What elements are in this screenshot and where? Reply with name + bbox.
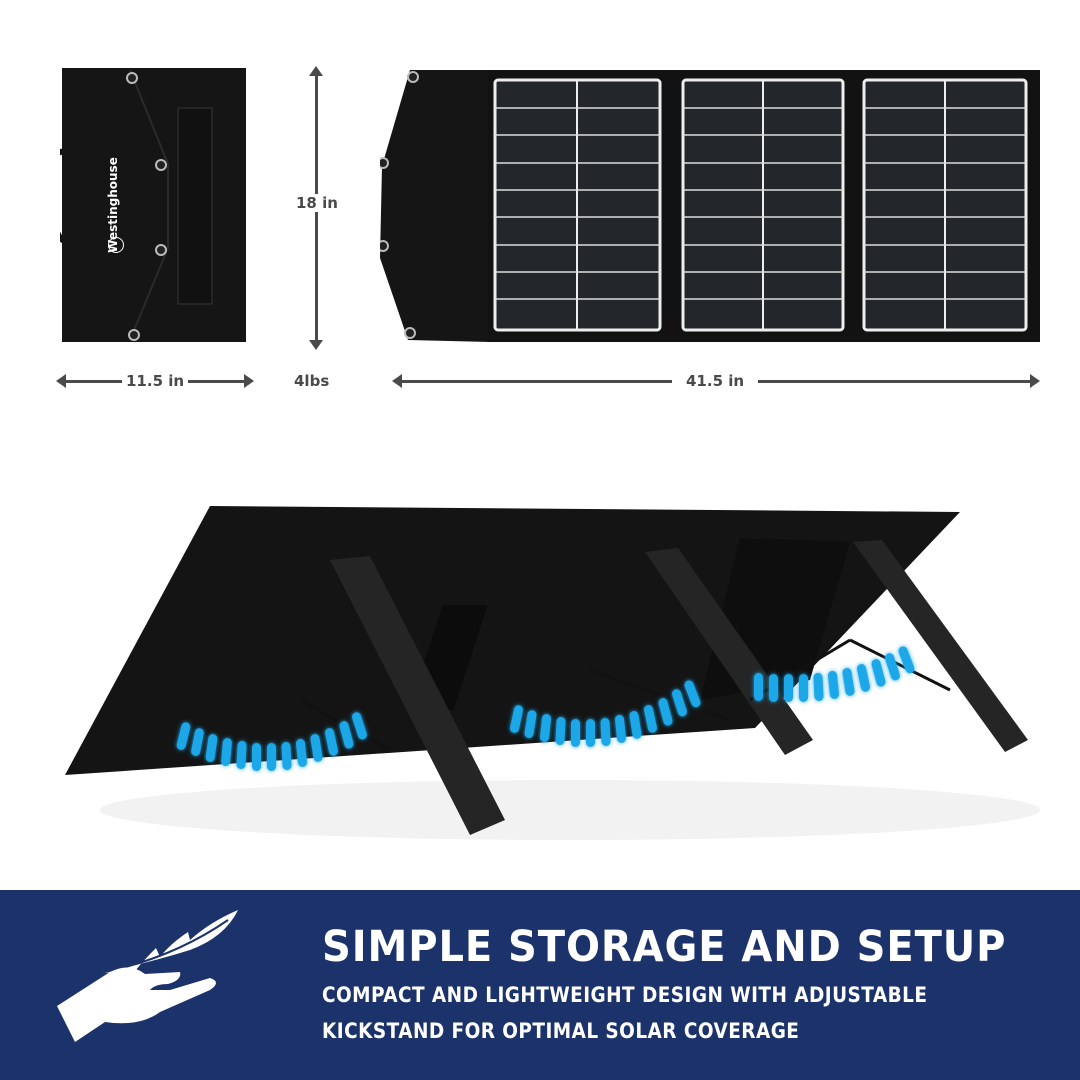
brand-label: Westinghouse [106, 157, 120, 253]
unfolded-width-label: 41.5 in [672, 372, 759, 390]
arrow-right-icon [244, 374, 254, 388]
arrow-left-icon [392, 374, 402, 388]
arrow-left-icon [56, 374, 66, 388]
unfolded-panel-image [377, 68, 1040, 344]
arrow-up-icon [309, 66, 323, 76]
folded-width-label: 11.5 in [122, 372, 189, 390]
solar-panel-3 [862, 78, 1028, 332]
arrow-right-icon [1030, 374, 1040, 388]
banner-subtitle-line2: KICKSTAND FOR OPTIMAL SOLAR COVERAGE [322, 1019, 800, 1043]
westinghouse-logo-icon [108, 237, 124, 253]
banner-title: SIMPLE STORAGE AND SETUP [322, 922, 1007, 972]
feature-banner [0, 890, 1080, 1080]
feather-hand-icon [50, 902, 270, 1062]
solar-panel-2 [681, 78, 845, 332]
folded-panel-image: Westinghouse [50, 68, 246, 342]
solar-panel-1 [493, 78, 662, 332]
weight-label: 4lbs [290, 372, 334, 390]
height-label: 18 in [292, 194, 342, 212]
arrow-down-icon [309, 340, 323, 350]
banner-subtitle-line1: COMPACT AND LIGHTWEIGHT DESIGN WITH ADJU… [322, 983, 928, 1007]
kickstand-panel-image [50, 490, 1050, 850]
